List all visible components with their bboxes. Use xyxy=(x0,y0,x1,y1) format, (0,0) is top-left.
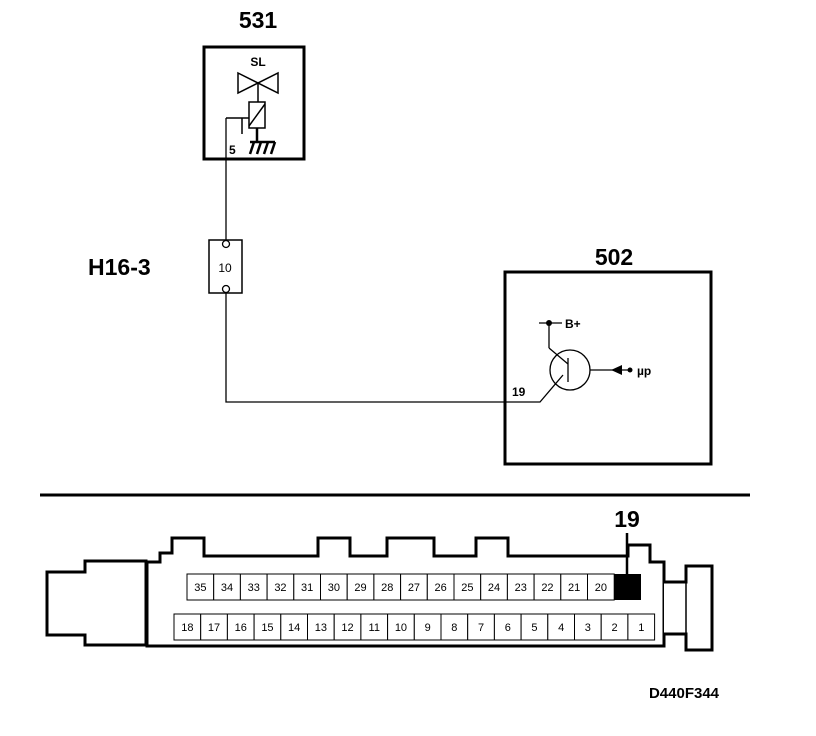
supply-label: B+ xyxy=(565,317,581,331)
solenoid-valve-icon xyxy=(226,71,279,134)
ecu-pin-cell xyxy=(400,573,428,601)
connector-top-contact xyxy=(221,239,231,249)
ecu-pin-label: 29 xyxy=(354,582,366,594)
ecu-pin-row-bottom: 18 17 16 15 14 13 12 11 10 9 8 7 6 5 4 3 2 1 xyxy=(173,613,656,641)
ecu-pin-cell xyxy=(333,613,362,641)
ecu-pin-19-highlight xyxy=(614,574,641,600)
ecu-pin-cell xyxy=(239,573,268,601)
ecu-pin-row-top: 35 34 33 32 31 30 29 28 27 26 25 24 23 22 21 20 xyxy=(186,573,615,601)
ecu-pin-19-label: 19 xyxy=(614,506,640,532)
ecu-pin-label: 27 xyxy=(408,582,420,594)
ecu-pin-cell xyxy=(453,573,482,601)
ecu-pin-cell xyxy=(186,573,215,601)
ecu-pin-label: 4 xyxy=(558,622,564,634)
ecu-pin-cell xyxy=(533,573,562,601)
component-531-box xyxy=(202,45,306,161)
ecu-pin-label: 33 xyxy=(248,582,260,594)
ecu-pin-label: 11 xyxy=(369,622,380,634)
ecu-pin-label: 1 xyxy=(638,622,644,634)
ecu-pin-label: 28 xyxy=(381,582,393,594)
input-label: µp xyxy=(637,364,651,378)
component-502-terminal: 19 xyxy=(512,385,526,399)
ecu-pin-label: 3 xyxy=(585,622,591,634)
ecu-pin-label: 14 xyxy=(288,622,300,634)
connector-bottom-contact xyxy=(221,284,231,294)
ecu-pin-cell xyxy=(600,613,629,641)
ecu-pin-cell xyxy=(467,613,495,641)
ecu-pin-label: 24 xyxy=(488,582,500,594)
ecu-pin-label: 18 xyxy=(181,622,193,634)
ground-icon xyxy=(248,128,277,155)
ecu-pin-label: 25 xyxy=(461,582,473,594)
ecu-pin-label: 5 xyxy=(531,622,537,634)
ecu-pin-label: 20 xyxy=(595,582,607,594)
connector-label: H16-3 xyxy=(88,254,151,280)
ecu-pin-label: 15 xyxy=(261,622,273,634)
ecu-pin-label: 31 xyxy=(301,582,313,594)
component-531-symbol-label: SL xyxy=(250,55,265,69)
ecu-pin-label: 35 xyxy=(194,582,206,594)
input-arrow-icon xyxy=(611,365,622,375)
ecu-pin-cell xyxy=(480,573,508,601)
transistor-icon xyxy=(548,323,630,391)
ecu-pin-cell xyxy=(426,573,455,601)
ecu-pin-label: 10 xyxy=(395,622,407,634)
component-531-label: 531 xyxy=(239,7,278,33)
ecu-pin-label: 17 xyxy=(208,622,220,634)
ecu-pin-cell xyxy=(627,613,656,641)
ecu-pin-cell xyxy=(320,573,348,601)
ecu-pin-label: 12 xyxy=(341,622,353,634)
ecu-pin-cell xyxy=(226,613,255,641)
ecu-pin-label: 32 xyxy=(274,582,286,594)
figure-id: D440F344 xyxy=(649,685,720,702)
input-node-icon xyxy=(627,367,633,373)
connector-pin-label: 10 xyxy=(218,261,232,275)
ecu-pin-label: 23 xyxy=(515,582,527,594)
ecu-pin-cell xyxy=(266,573,295,601)
component-531-terminal: 5 xyxy=(229,143,236,157)
ecu-pin-cell xyxy=(213,573,241,601)
ecu-pin-cell xyxy=(253,613,282,641)
ecu-pin-cell xyxy=(574,613,602,641)
ecu-pin-label: 2 xyxy=(611,622,617,634)
ecu-pin-label: 7 xyxy=(478,622,484,634)
ecu-pin-cell xyxy=(293,573,321,601)
ecu-pin-cell xyxy=(587,573,615,601)
wire-connector-to-502 xyxy=(225,293,564,403)
ecu-pin-label: 13 xyxy=(315,622,327,634)
component-502-box xyxy=(503,270,713,466)
ecu-pin-label: 26 xyxy=(435,582,447,594)
ecu-pin-label: 21 xyxy=(568,582,580,594)
ecu-pin-cell xyxy=(560,573,588,601)
component-502-label: 502 xyxy=(595,244,633,270)
ecu-pin-cell xyxy=(307,613,335,641)
ecu-pin-cell xyxy=(506,573,535,601)
ecu-pin-label: 34 xyxy=(221,582,233,594)
ecu-pin-label: 6 xyxy=(505,622,511,634)
ecu-pin-label: 22 xyxy=(541,582,553,594)
ecu-pin-label: 30 xyxy=(328,582,340,594)
ecu-pin-cell xyxy=(360,613,389,641)
ecu-pin-cell xyxy=(280,613,308,641)
ecu-pin-label: 9 xyxy=(425,622,431,634)
ecu-pin-label: 8 xyxy=(451,622,457,634)
ecu-pin-label: 16 xyxy=(235,622,247,634)
